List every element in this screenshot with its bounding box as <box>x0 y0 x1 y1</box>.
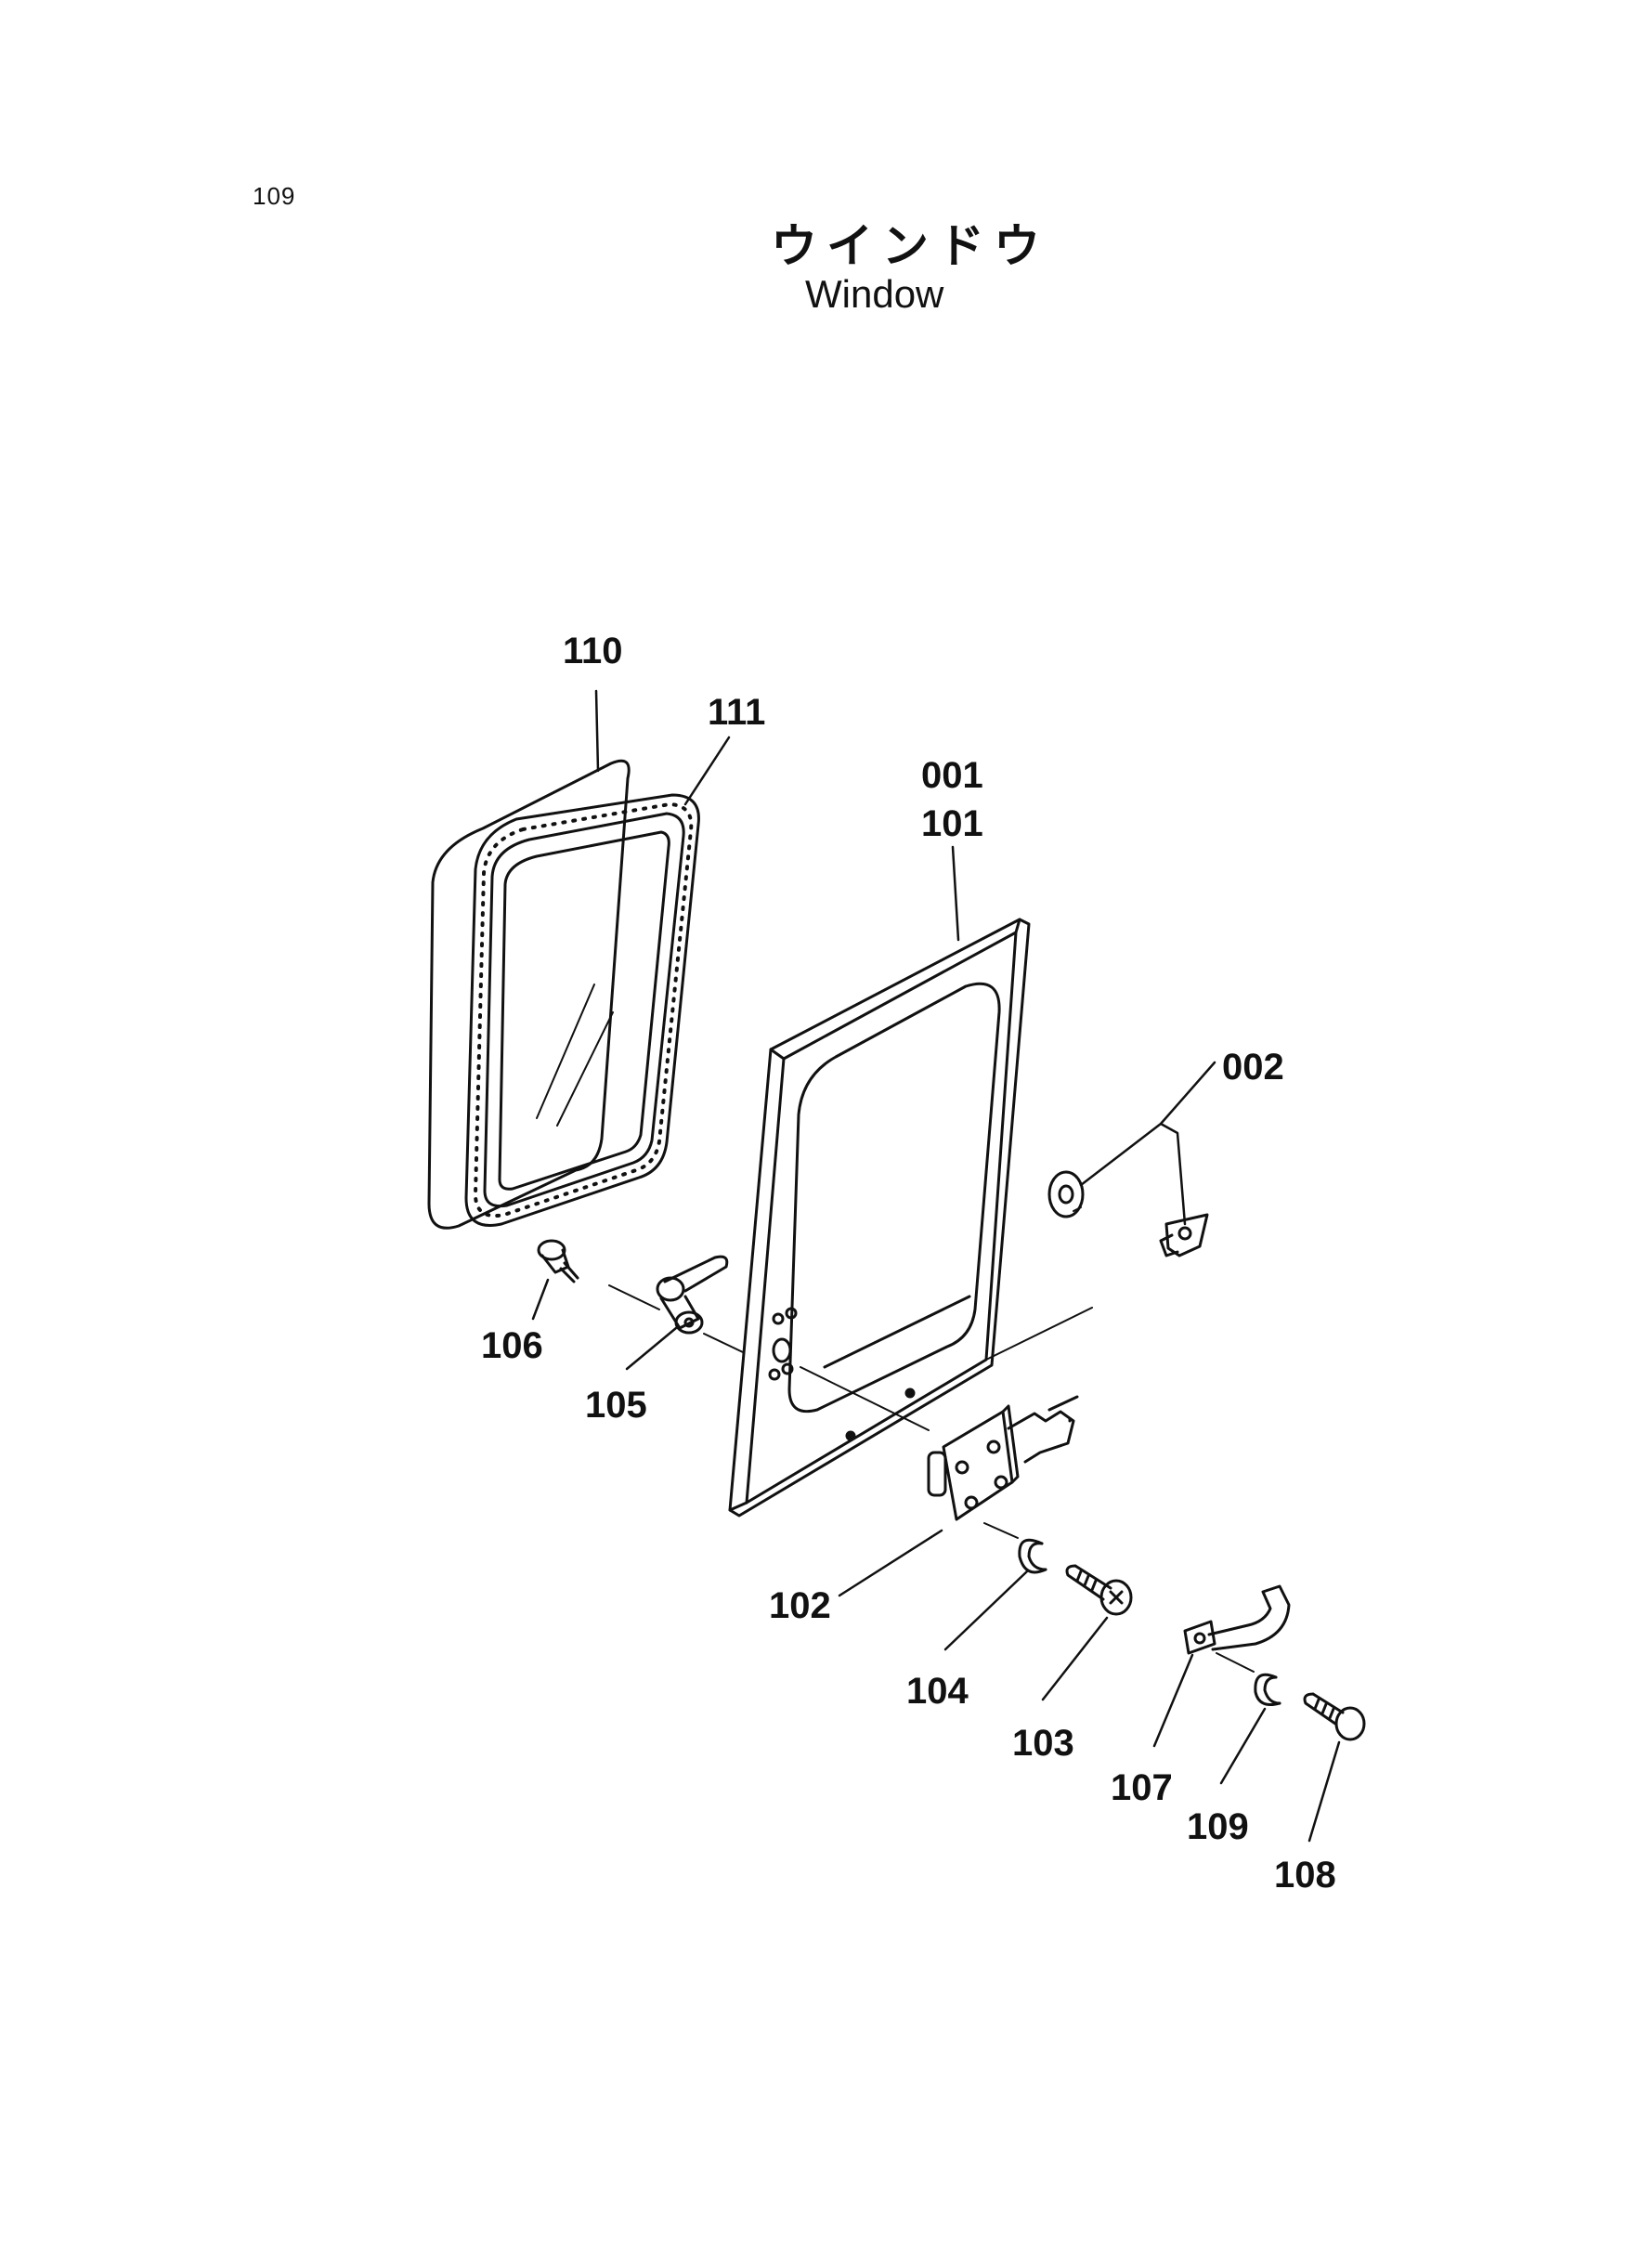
leader-lines <box>531 689 1341 1843</box>
part-label-103: 103 <box>1012 1723 1074 1764</box>
bolt-108 <box>1303 1692 1366 1741</box>
hinge-102 <box>927 1395 1079 1521</box>
part-label-001: 001 <box>921 755 983 796</box>
snap-ring-104 <box>1018 1538 1047 1574</box>
part-label-102: 102 <box>769 1585 831 1626</box>
snap-ring-109 <box>1254 1673 1281 1706</box>
part-label-104: 104 <box>906 1671 969 1712</box>
title-english: Window <box>805 272 944 316</box>
assembly-lines <box>608 1206 1255 1673</box>
part-label-110: 110 <box>563 631 623 671</box>
glass-pane-110 <box>427 759 631 1230</box>
part-label-105: 105 <box>585 1385 647 1426</box>
part-label-002: 002 <box>1222 1047 1284 1088</box>
bolt-103 <box>1065 1564 1133 1616</box>
part-label-108: 108 <box>1274 1855 1336 1896</box>
window-frame-001-101 <box>728 918 1031 1518</box>
part-label-109: 109 <box>1187 1806 1249 1847</box>
latch-handle-105 <box>656 1255 729 1335</box>
part-label-106: 106 <box>481 1325 543 1366</box>
part-label-101: 101 <box>921 803 983 844</box>
part-label-107: 107 <box>1111 1767 1173 1808</box>
stay-107 <box>1183 1584 1291 1655</box>
catch-002 <box>1047 1170 1209 1257</box>
page-number: 109 <box>253 182 296 210</box>
weather-strip-111 <box>464 793 700 1227</box>
knob-106 <box>537 1239 579 1283</box>
title-japanese: ウインドウ <box>771 219 1049 273</box>
part-label-111: 111 <box>708 692 765 733</box>
